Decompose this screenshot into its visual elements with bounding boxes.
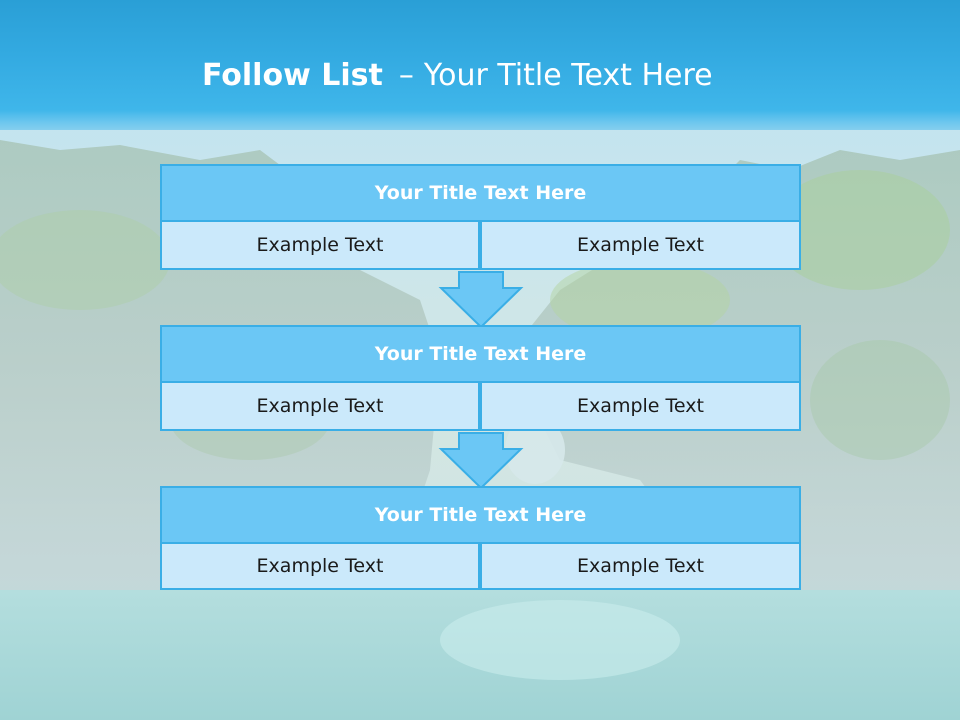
- header-band: Follow List–Your Title Text Here: [0, 0, 960, 130]
- down-arrow-icon: [438, 271, 524, 329]
- step-cell-right: Example Text: [480, 542, 801, 590]
- step-cell-left: Example Text: [160, 542, 480, 590]
- step-cell-left: Example Text: [160, 220, 480, 270]
- title-rest: Your Title Text Here: [423, 58, 713, 93]
- step-title: Your Title Text Here: [160, 486, 801, 544]
- step-cell-right: Example Text: [480, 381, 801, 431]
- step-cell-left: Example Text: [160, 381, 480, 431]
- step-title: Your Title Text Here: [160, 164, 801, 222]
- step-title: Your Title Text Here: [160, 325, 801, 383]
- title-dash: –: [398, 58, 414, 93]
- page-title: Follow List–Your Title Text Here: [202, 54, 713, 98]
- title-bold: Follow List: [202, 58, 383, 93]
- down-arrow-icon: [438, 432, 524, 490]
- step-cell-right: Example Text: [480, 220, 801, 270]
